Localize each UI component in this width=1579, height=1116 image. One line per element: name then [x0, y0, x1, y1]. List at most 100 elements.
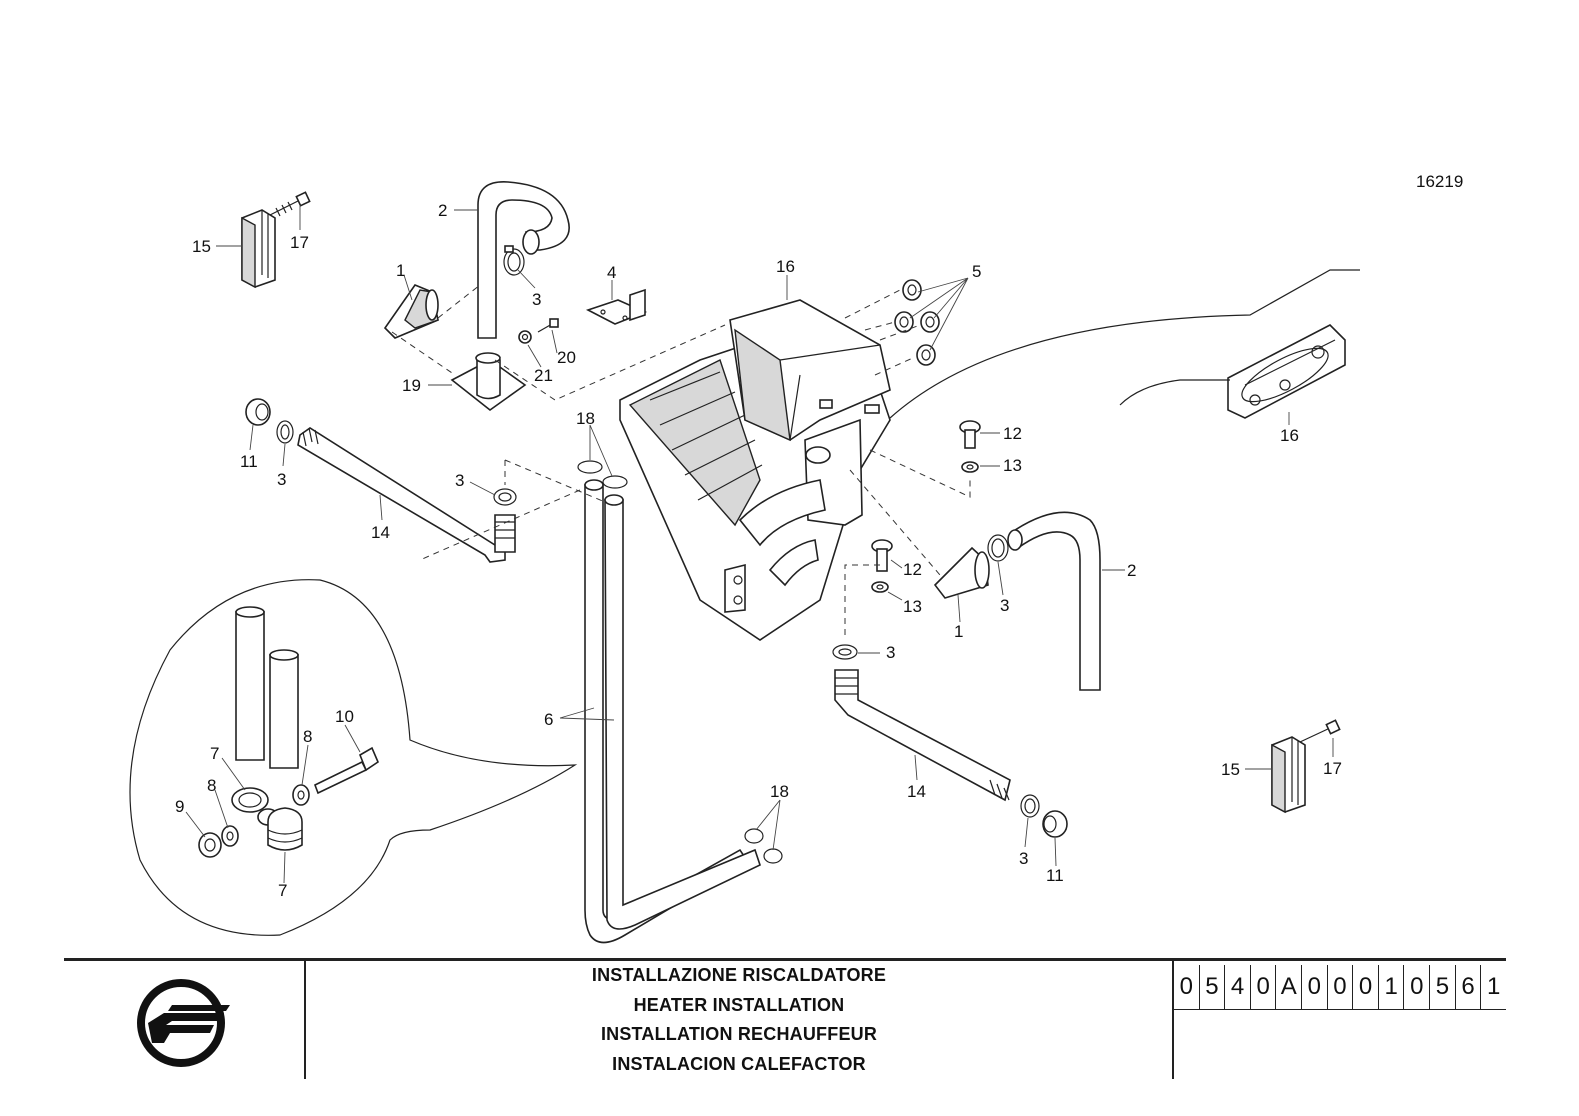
title-french: INSTALLATION RECHAUFFEUR — [600, 1024, 878, 1044]
callout-11-right: 11 — [1046, 866, 1064, 885]
part-3-clamp-far-right — [1020, 794, 1040, 818]
callout-18-bottom: 18 — [770, 782, 789, 801]
logo-cell — [64, 961, 306, 1079]
part-18-clamps-top — [577, 460, 628, 489]
code-char: 0 — [1352, 965, 1378, 1009]
detail-part-7-clip-lower — [267, 807, 303, 851]
callout-8-lower: 8 — [207, 776, 216, 795]
callout-21: 21 — [534, 366, 553, 385]
callout-14-right: 14 — [907, 782, 926, 801]
callout-15-top: 15 — [192, 237, 211, 256]
control-cable-2 — [1119, 379, 1230, 406]
part-6-hoses — [584, 479, 761, 944]
part-5-grommets — [894, 279, 940, 366]
callout-13-lower: 13 — [903, 597, 922, 616]
detail-tube-long — [235, 606, 265, 761]
code-char: 0 — [1326, 965, 1353, 1009]
callout-5: 5 — [972, 262, 981, 281]
part-15-bracket-bottom — [1271, 736, 1306, 814]
callout-17-top: 17 — [290, 233, 309, 252]
callout-20: 20 — [557, 348, 576, 367]
part-1-nozzle-top — [383, 284, 439, 339]
part-12-screw-upper — [959, 420, 981, 449]
code-char: 0 — [1301, 965, 1327, 1009]
part-19-duct-base — [450, 352, 527, 412]
callout-3-lower: 3 — [886, 643, 895, 662]
leader-lines — [185, 205, 1334, 884]
part-3-clamp-mid — [493, 488, 517, 506]
callout-3-left: 3 — [277, 470, 286, 489]
callout-3-right: 3 — [1000, 596, 1009, 615]
code-char: 1 — [1480, 965, 1506, 1009]
callout-7-upper: 7 — [210, 744, 219, 763]
callout-numbers: 15 17 2 1 3 4 16 5 16 20 21 1 9 18 11 3 3… — [175, 201, 1342, 900]
detail-part-7-clip-upper — [231, 787, 279, 826]
callout-15-bottom: 15 — [1221, 760, 1240, 779]
part-13-washer-upper — [961, 461, 979, 473]
callout-3-far-right: 3 — [1019, 849, 1028, 868]
code-char: A — [1275, 965, 1301, 1009]
dashed-assembly-lines — [391, 284, 971, 640]
callout-13-upper: 13 — [1003, 456, 1022, 475]
part-11-grommet-right — [1042, 810, 1068, 838]
detail-part-9-nut — [198, 832, 222, 858]
control-cable — [889, 269, 1360, 419]
callout-12-lower: 12 — [903, 560, 922, 579]
callout-18-top: 18 — [576, 409, 595, 428]
part-16-heater-unit — [619, 299, 891, 641]
part-17-screw-bottom — [1299, 719, 1341, 743]
part-13-washer-lower — [871, 581, 889, 593]
callout-3-mid: 3 — [455, 471, 464, 490]
code-char: 6 — [1454, 965, 1481, 1009]
code-char: 0 — [1403, 965, 1429, 1009]
part-11-grommet-left — [245, 398, 271, 426]
part-20-bolt — [537, 318, 559, 333]
callout-12-upper: 12 — [1003, 424, 1022, 443]
callout-10: 10 — [335, 707, 354, 726]
detail-callout-bubble — [129, 579, 578, 936]
callout-11-left: 11 — [240, 452, 258, 471]
title-italian: INSTALLAZIONE RISCALDATORE — [591, 965, 887, 985]
part-2-hose-right — [1007, 511, 1101, 691]
callout-1-top: 1 — [396, 261, 405, 280]
callout-1-right: 1 — [954, 622, 963, 641]
detail-part-8-washer-a — [292, 784, 310, 806]
manufacturer-logo-icon — [137, 979, 230, 1067]
title-spanish: INSTALACION CALEFACTOR — [612, 1053, 866, 1074]
part-4-bracket — [585, 288, 648, 325]
part-code: 0 5 4 0 A 0 0 0 1 0 5 6 1 — [1174, 965, 1506, 1010]
callout-3-top: 3 — [532, 290, 541, 309]
title-english: HEATER INSTALLATION — [633, 994, 845, 1015]
callout-7-lower: 7 — [278, 881, 287, 900]
code-char: 1 — [1377, 965, 1404, 1009]
part-3-clamp-right — [987, 534, 1009, 562]
part-17-screw-top — [269, 191, 311, 217]
part-3-clamp-left — [276, 420, 294, 444]
exploded-parts-diagram: 16219 — [129, 172, 1463, 944]
callout-16-panel: 16 — [1280, 426, 1299, 445]
detail-tube-short — [269, 649, 299, 769]
detail-part-10-bolt — [313, 746, 379, 795]
callout-9: 9 — [175, 797, 184, 816]
callout-4: 4 — [607, 263, 616, 282]
code-char: 0 — [1249, 965, 1276, 1009]
detail-part-8-washer-b — [221, 825, 239, 847]
title-block: INSTALLAZIONE RISCALDATORE HEATER INSTAL… — [64, 958, 1506, 1081]
callout-16-top: 16 — [776, 257, 795, 276]
part-16-control-panel — [1227, 324, 1346, 419]
code-char: 5 — [1429, 965, 1455, 1009]
part-2-hose-top — [477, 181, 570, 339]
part-3-clamp-top — [503, 245, 525, 276]
callout-2-right: 2 — [1127, 561, 1136, 580]
part-1-nozzle-right — [933, 546, 990, 599]
code-char: 0 — [1179, 973, 1193, 1000]
callout-14-left: 14 — [371, 523, 390, 542]
title-cell: INSTALLAZIONE RISCALDATORE HEATER INSTAL… — [306, 961, 1174, 1079]
part-21-nut — [518, 330, 532, 344]
part-3-clamp-lower — [832, 644, 858, 660]
code-char: 4 — [1224, 965, 1250, 1009]
part-15-bracket-top — [241, 209, 276, 289]
callout-2-top: 2 — [438, 201, 447, 220]
callout-17-bottom: 17 — [1323, 759, 1342, 778]
callout-6: 6 — [544, 710, 553, 729]
